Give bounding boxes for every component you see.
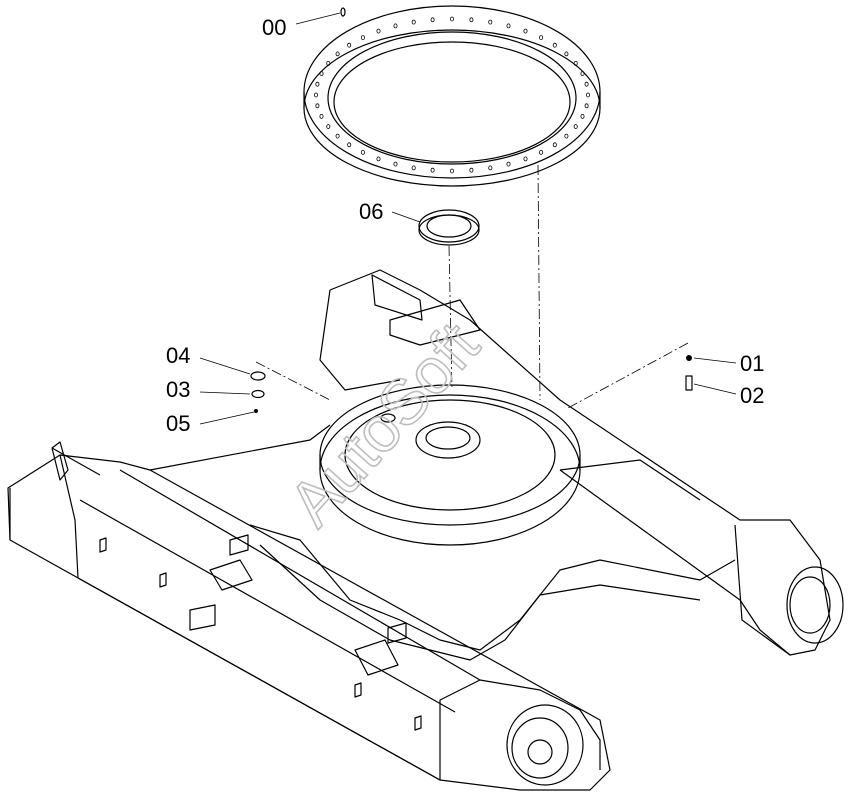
bolt-hole <box>506 161 511 167</box>
callout-00: 00 <box>262 7 346 40</box>
small-parts <box>250 355 693 413</box>
bolt-hole <box>469 167 474 173</box>
bolt-hole <box>411 19 416 25</box>
bolt-hole <box>523 156 528 162</box>
callout-label-03: 03 <box>166 377 190 402</box>
bolt-hole <box>488 19 493 25</box>
bolt-hole <box>376 28 381 34</box>
center-turntable <box>319 384 581 546</box>
ring-bolt-holes <box>313 16 591 174</box>
callout-label-05: 05 <box>166 411 190 436</box>
bolt-hole <box>584 103 589 109</box>
bolt-hole <box>313 92 318 98</box>
bolt-hole <box>376 156 381 162</box>
bolt-hole <box>335 51 340 57</box>
bolt-hole <box>393 23 398 29</box>
callout-04: 04 <box>166 343 251 375</box>
bolt-hole <box>552 142 557 148</box>
bolt-hole <box>564 51 569 57</box>
bolt-hole <box>335 133 340 139</box>
callout-label-02: 02 <box>740 383 764 408</box>
bolt-hole <box>347 42 352 48</box>
bolt-hole <box>315 103 320 109</box>
bolt-hole <box>584 81 589 87</box>
bolt-hole <box>488 165 493 171</box>
bolt-hole <box>573 124 578 129</box>
bolt-hole <box>347 142 352 148</box>
callout-01: 01 <box>693 351 764 376</box>
bolt-hole <box>449 168 454 174</box>
bolt-hole <box>449 16 454 22</box>
center-seal <box>418 209 480 246</box>
callout-label-04: 04 <box>166 343 190 368</box>
bolt-hole <box>552 42 557 48</box>
callout-label-06: 06 <box>359 199 383 224</box>
callout-05: 05 <box>166 411 255 436</box>
bolt-hole <box>586 92 591 98</box>
assembly-guide-lines <box>255 164 689 409</box>
bolt-hole <box>580 71 585 76</box>
bolt-hole <box>469 17 474 23</box>
watermark-text: AutoSoft <box>275 309 493 540</box>
callout-06: 06 <box>359 199 421 224</box>
bolt-hole <box>523 28 528 34</box>
bolt-hole <box>411 165 416 171</box>
bolt-hole <box>393 161 398 167</box>
bolt-hole <box>506 23 511 29</box>
bolt-hole <box>360 149 365 155</box>
callout-02: 02 <box>693 383 764 408</box>
bolt-hole <box>315 81 320 87</box>
bolt-hole <box>319 114 324 119</box>
track-frame <box>7 269 844 791</box>
slewing-ring <box>303 5 601 187</box>
bolt-hole <box>573 61 578 66</box>
bolt-hole <box>580 114 585 119</box>
bolt-hole <box>326 61 331 66</box>
callout-label-01: 01 <box>740 351 764 376</box>
callout-label-00: 00 <box>262 15 286 40</box>
bolt-hole <box>326 124 331 129</box>
bolt-hole <box>430 17 435 23</box>
bolt-hole <box>539 149 544 155</box>
bolt-hole <box>564 133 569 139</box>
callout-03: 03 <box>166 377 251 402</box>
bolt-hole <box>360 35 365 40</box>
bolt-hole <box>430 167 435 173</box>
bolt-hole <box>539 35 544 40</box>
bolt-hole <box>319 71 324 76</box>
